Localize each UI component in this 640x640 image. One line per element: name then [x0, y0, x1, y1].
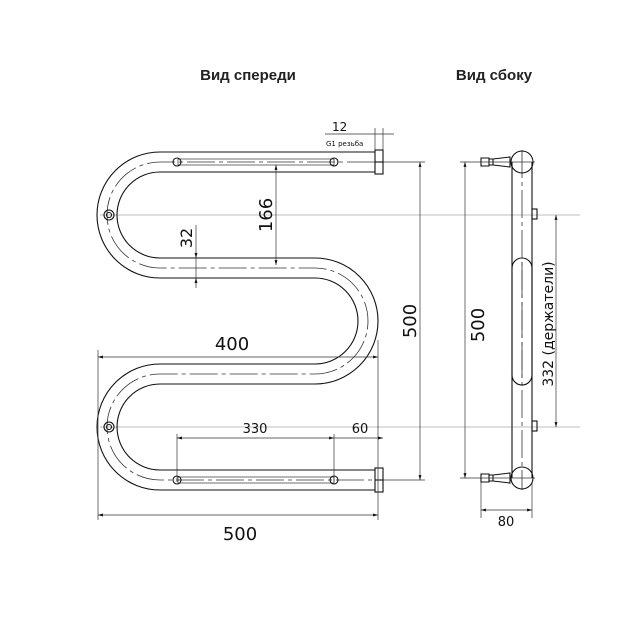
end-offset-label: 60 [352, 422, 369, 437]
holder-spacing-label: 332 (держатели) [541, 261, 557, 386]
inner-width-label: 400 [215, 334, 249, 355]
mount-spacing-label: 330 [243, 422, 268, 437]
front-dimensions: 12 G1 резьба 166 32 400 500 330 60 500 [97, 120, 422, 545]
side-dimensions: 500 332 (держатели) 80 [463, 162, 558, 530]
front-view-title: Вид спереди [200, 67, 296, 84]
pitch-label: 166 [256, 198, 277, 232]
side-view-title: Вид сбоку [456, 67, 533, 84]
thread-note-label: G1 резьба [326, 140, 363, 148]
total-width-label: 500 [223, 524, 257, 545]
side-height-label: 500 [468, 308, 489, 342]
front-view-towel-rail [96, 149, 384, 493]
depth-label: 80 [498, 515, 515, 530]
height-label: 500 [400, 304, 421, 338]
side-view-towel-rail [460, 150, 538, 490]
reference-lines [100, 161, 580, 481]
thread-width-label: 12 [332, 120, 347, 134]
tube-diameter-label: 32 [177, 228, 196, 248]
